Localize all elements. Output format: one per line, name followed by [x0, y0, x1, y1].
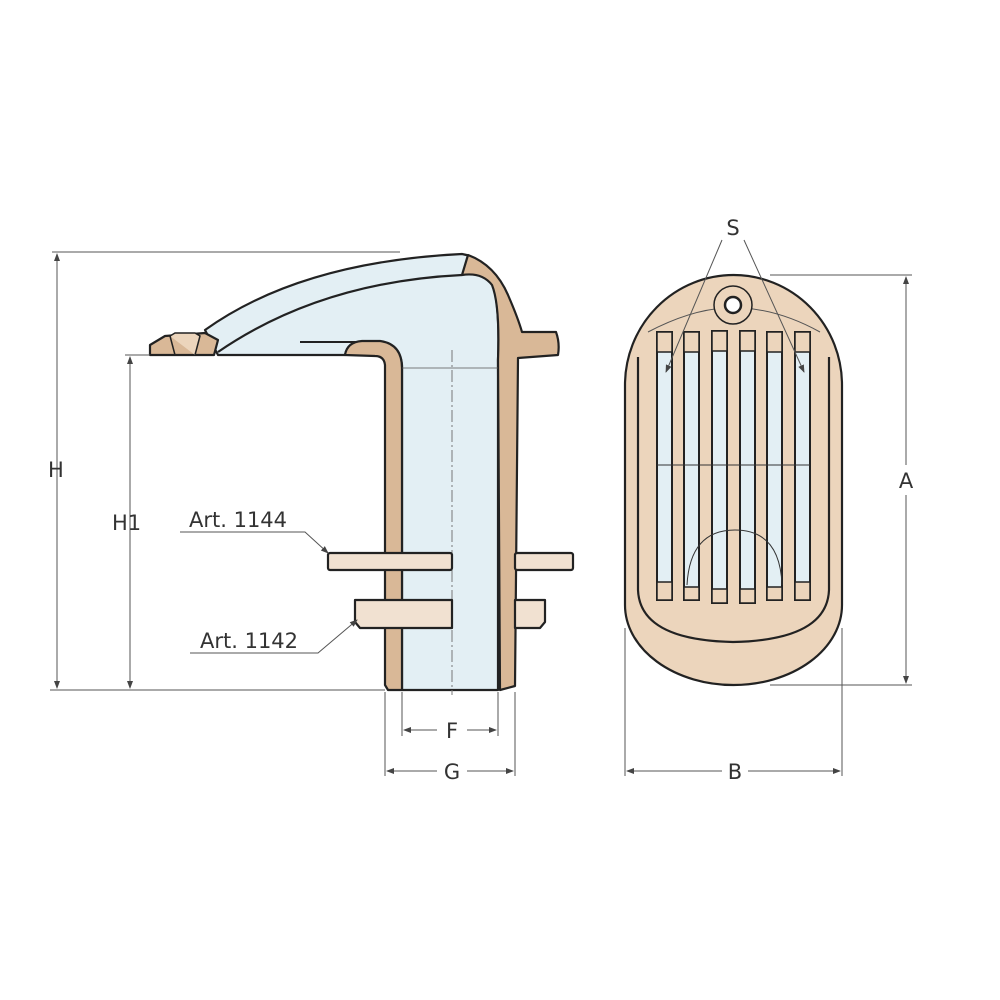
label-S: S: [726, 216, 739, 240]
side-dimensions: H H1 F G Art. 1144 Art. 1142: [48, 251, 516, 784]
washer-right: [513, 551, 575, 572]
leader-washer: [180, 531, 329, 554]
nut-right: [513, 598, 547, 630]
label-H1: H1: [112, 511, 141, 535]
label-B: B: [728, 760, 742, 784]
scoop-inner-curve: [217, 273, 463, 353]
leader-nut: [190, 619, 358, 654]
side-view: [148, 252, 575, 695]
pipe-wall-left: [343, 339, 404, 692]
label-H: H: [48, 458, 64, 482]
hex-head: [169, 332, 201, 356]
inner-rim: [636, 357, 831, 644]
label-G: G: [444, 760, 460, 784]
front-dimensions: A B S: [624, 216, 914, 784]
label-A: A: [899, 469, 914, 493]
label-art-1142: Art. 1142: [200, 629, 298, 653]
nut-left: [353, 598, 454, 630]
slots: [656, 330, 811, 604]
washer-left: [326, 551, 454, 572]
front-view: [623, 273, 844, 687]
mounting-hole: [723, 295, 743, 315]
strainer-body: [623, 273, 844, 687]
pipe-wall-right: [460, 253, 560, 692]
label-art-1144: Art. 1144: [189, 508, 287, 532]
label-F: F: [446, 719, 458, 743]
